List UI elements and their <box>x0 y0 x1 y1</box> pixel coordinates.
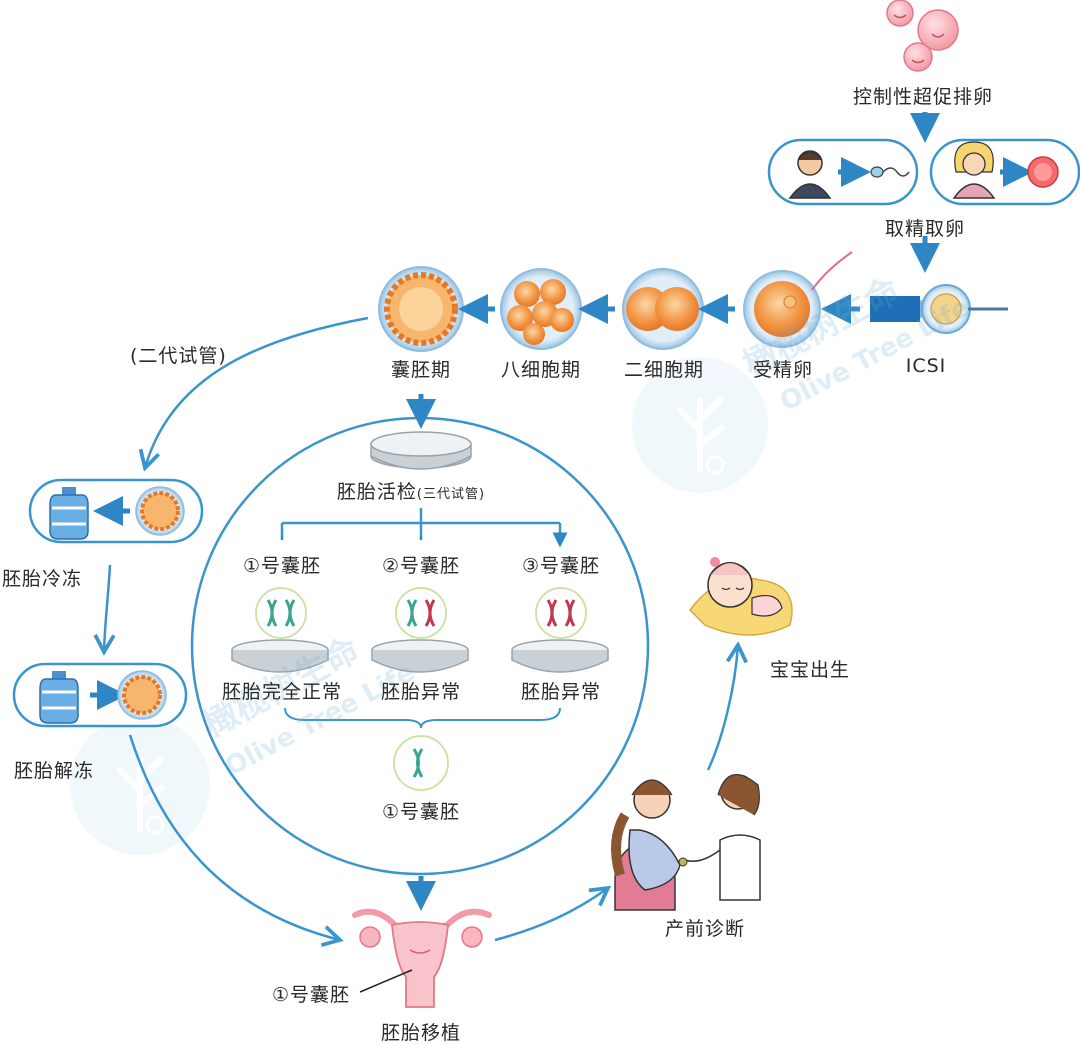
step-eight-cell-label: 八细胞期 <box>500 359 582 381</box>
watermark-logo-right <box>632 357 768 493</box>
biopsy-title: 胚胎活检 <box>336 481 417 503</box>
doctor-patient-icon <box>611 774 761 911</box>
blastocyst-small-icon <box>135 486 185 536</box>
embryo-3-status: 胚胎异常 <box>520 681 602 703</box>
dna-icon <box>406 599 436 627</box>
embryo-2-graphic <box>371 587 469 673</box>
arrow-freeze-thaw <box>104 564 110 652</box>
blastocyst-small-icon <box>117 670 167 720</box>
thaw-label: 胚胎解冻 <box>14 760 95 782</box>
dna-icon <box>266 599 296 627</box>
sperm-icon <box>870 166 910 178</box>
step-fertilized-label: 受精卵 <box>752 359 814 381</box>
freeze-label: 胚胎冷冻 <box>2 568 83 590</box>
uterus-icon <box>352 908 492 1008</box>
dna-icon <box>546 599 576 627</box>
freeze-pill <box>28 478 204 544</box>
cryo-tank-icon <box>49 487 89 540</box>
step-ovulation-label: 控制性超促排卵 <box>852 86 994 108</box>
selected-embryo-graphic <box>393 735 449 791</box>
second-gen-label: (二代试管) <box>130 345 227 367</box>
prenatal-label: 产前诊断 <box>664 918 746 940</box>
petri-dish-icon <box>370 431 472 470</box>
embryo-3-name: ③号囊胚 <box>521 555 601 577</box>
arrow-thaw-transfer <box>128 734 340 940</box>
arrow-blastocyst-freeze <box>145 316 369 468</box>
embryo-1-graphic <box>231 587 329 673</box>
blastocyst-icon <box>378 266 464 352</box>
arrow-prenatal-birth <box>706 645 738 771</box>
birth-label: 宝宝出生 <box>770 659 851 681</box>
embryo-1-name: ①号囊胚 <box>242 555 322 577</box>
branch-lines <box>280 508 562 536</box>
embryo-3-graphic <box>511 587 609 673</box>
step-blastocyst-label: 囊胚期 <box>390 359 452 381</box>
third-gen-label: (三代试管) <box>416 487 486 502</box>
transfer-label: 胚胎移植 <box>380 1022 462 1044</box>
retrieval-female-pill <box>929 138 1080 206</box>
egg-cells-icon <box>886 0 959 72</box>
biopsy-label: 胚胎活检(三代试管) <box>337 477 485 504</box>
dna-icon <box>412 748 424 778</box>
selected-embryo-label: ①号囊胚 <box>381 801 461 823</box>
thaw-pill <box>12 662 188 728</box>
embryo-2-name: ②号囊胚 <box>381 555 461 577</box>
embryo-2-status: 胚胎异常 <box>380 681 462 703</box>
watermark-logo-left <box>70 715 210 855</box>
fertilized-egg-icon <box>743 251 853 348</box>
step-two-cell-label: 二细胞期 <box>623 359 705 381</box>
arrow-transfer-prenatal <box>494 888 608 942</box>
man-icon <box>788 150 832 199</box>
transfer-callout-label: ①号囊胚 <box>272 984 351 1006</box>
woman-icon <box>952 141 996 199</box>
embryo-1-status: 胚胎完全正常 <box>221 681 343 703</box>
egg-icon <box>1027 156 1059 188</box>
icsi-needle-icon <box>870 284 1008 334</box>
selection-bracket <box>284 707 561 729</box>
baby-icon <box>689 557 793 636</box>
cryo-tank-icon <box>39 671 79 724</box>
step-icsi-label: ICSI <box>905 355 947 377</box>
step-retrieval-label: 取精取卵 <box>884 218 966 240</box>
eight-cell-icon <box>500 268 582 350</box>
two-cell-icon <box>622 268 704 350</box>
retrieval-male-pill <box>767 138 919 206</box>
